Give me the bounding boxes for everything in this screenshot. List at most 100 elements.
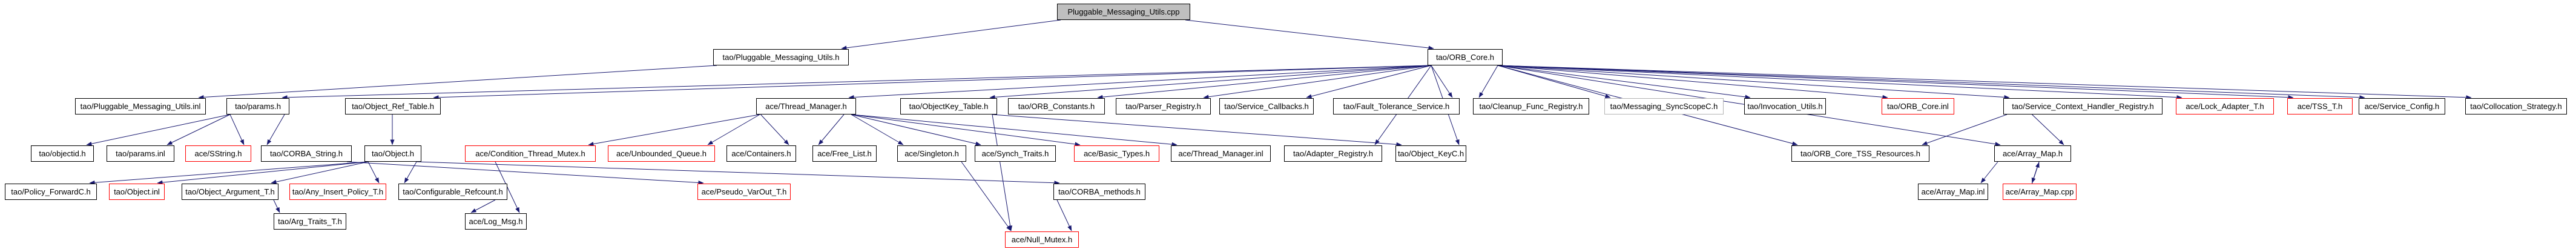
include-edge <box>992 114 1013 231</box>
include-edge <box>229 114 245 145</box>
graph-node[interactable]: tao/params.h <box>226 98 289 115</box>
graph-node[interactable]: tao/Service_Callbacks.h <box>1219 98 1314 115</box>
graph-node[interactable]: tao/Messaging_SyncScopeC.h <box>1604 98 1724 115</box>
graph-node[interactable]: tao/ORB_Core.h <box>1428 49 1503 65</box>
include-edge <box>848 65 1432 100</box>
graph-node[interactable]: tao/Invocation_Utils.h <box>1744 98 1826 115</box>
include-edge <box>271 161 369 184</box>
include-edge <box>273 199 280 213</box>
graph-node[interactable]: tao/Cleanup_Func_Registry.h <box>1473 98 1589 115</box>
include-edge <box>1185 19 1434 50</box>
graph-node[interactable]: tao/Parser_Registry.h <box>1116 98 1211 115</box>
graph-node[interactable]: tao/Any_Insert_Policy_T.h <box>289 184 386 200</box>
include-edge <box>1097 65 1432 99</box>
graph-node[interactable]: ace/Containers.h <box>726 145 796 162</box>
graph-node[interactable]: ace/Thread_Manager.inl <box>1171 145 1271 162</box>
graph-node[interactable]: ace/Lock_Adapter_T.h <box>2176 98 2274 115</box>
graph-root-node: Pluggable_Messaging_Utils.cpp <box>1057 4 1190 20</box>
graph-node[interactable]: ace/Unbounded_Queue.h <box>608 145 715 162</box>
graph-node[interactable]: tao/params.inl <box>107 145 174 162</box>
include-edge <box>1497 65 2010 99</box>
include-edge <box>1980 161 1998 184</box>
include-edge <box>416 161 1060 185</box>
graph-node[interactable]: tao/Object.inl <box>109 184 165 200</box>
graph-node[interactable]: tao/Object_Ref_Table.h <box>345 98 441 115</box>
include-edge <box>166 114 231 145</box>
include-edge <box>851 114 904 145</box>
graph-node[interactable]: tao/Collocation_Strategy.h <box>2465 98 2567 115</box>
include-edge <box>89 161 369 185</box>
graph-node[interactable]: tao/Configurable_Refcount.h <box>398 184 507 200</box>
graph-node[interactable]: ace/SString.h <box>185 145 251 162</box>
graph-node[interactable]: tao/CORBA_methods.h <box>1053 184 1145 200</box>
include-edge <box>1478 65 1498 98</box>
graph-node[interactable]: ace/Array_Map.cpp <box>2003 184 2077 200</box>
include-edge <box>157 161 369 185</box>
include-edge <box>2031 161 2040 184</box>
graph-node[interactable]: ace/Singleton.h <box>897 145 966 162</box>
graph-node[interactable]: ace/Service_Config.h <box>2359 98 2445 115</box>
include-edge <box>1056 199 1072 231</box>
graph-node[interactable]: ace/Log_Msg.h <box>465 213 527 230</box>
graph-node[interactable]: tao/Object_KeyC.h <box>1395 145 1466 162</box>
graph-node[interactable]: ace/Array_Map.inl <box>1918 184 1988 200</box>
include-edge <box>818 114 845 145</box>
graph-node[interactable]: tao/ORB_Core_TSS_Resources.h <box>1791 145 1929 162</box>
include-edge <box>1497 65 2182 100</box>
include-edge <box>282 65 1432 100</box>
include-edge <box>1431 65 1453 98</box>
include-edge <box>1497 65 2294 100</box>
include-edge <box>961 161 1012 231</box>
include-edge <box>346 161 704 185</box>
graph-node[interactable]: tao/CORBA_String.h <box>261 145 352 162</box>
graph-node[interactable]: tao/Service_Context_Handler_Registry.h <box>2003 98 2163 115</box>
graph-node[interactable]: tao/Pluggable_Messaging_Utils.inl <box>75 98 206 115</box>
include-edge <box>1922 114 2008 145</box>
include-edge <box>367 161 380 184</box>
graph-node[interactable]: ace/Basic_Types.h <box>1074 145 1159 162</box>
graph-node[interactable]: tao/Adapter_Registry.h <box>1284 145 1382 162</box>
include-edge <box>470 199 496 213</box>
include-edge <box>1306 65 1432 99</box>
graph-node[interactable]: tao/Policy_ForwardC.h <box>5 184 97 200</box>
include-edge <box>1203 65 1432 99</box>
include-edge <box>851 114 1178 147</box>
include-edge <box>851 114 1081 147</box>
include-edge <box>992 114 1402 147</box>
graph-node[interactable]: tao/ORB_Constants.h <box>1008 98 1105 115</box>
graph-node[interactable]: ace/Null_Mutex.h <box>1005 231 1079 248</box>
graph-node[interactable]: ace/Thread_Manager.h <box>756 98 856 115</box>
graph-node[interactable]: tao/Object.h <box>364 145 421 162</box>
graph-node[interactable]: tao/ORB_Core.inl <box>1882 98 1954 115</box>
include-edge <box>266 114 285 145</box>
include-edge <box>1497 65 1751 99</box>
include-edge <box>841 19 1061 50</box>
include-edge <box>433 65 1432 100</box>
include-edge <box>2032 114 2064 145</box>
include-edge <box>86 114 231 146</box>
graph-node[interactable]: tao/Arg_Traits_T.h <box>274 213 346 230</box>
graph-node[interactable]: tao/Pluggable_Messaging_Utils.h <box>713 49 849 65</box>
include-edge <box>989 65 1432 99</box>
include-edge <box>1497 65 1611 99</box>
include-edge <box>2032 162 2040 184</box>
graph-node[interactable]: ace/TSS_T.h <box>2287 98 2353 115</box>
include-edge <box>760 114 789 145</box>
include-edge <box>588 114 760 146</box>
include-edge <box>404 161 417 184</box>
graph-node[interactable]: tao/Object_Argument_T.h <box>182 184 278 200</box>
include-edge <box>707 114 760 145</box>
graph-node[interactable]: ace/Synch_Traits.h <box>975 145 1056 162</box>
include-edge <box>851 114 981 146</box>
graph-node[interactable]: ace/Condition_Thread_Mutex.h <box>465 145 596 162</box>
graph-node[interactable]: ace/Array_Map.h <box>1994 145 2071 162</box>
include-edge <box>1497 65 2365 100</box>
graph-node[interactable]: tao/Fault_Tolerance_Service.h <box>1333 98 1460 115</box>
graph-node[interactable]: tao/objectid.h <box>31 145 94 162</box>
graph-node[interactable]: tao/ObjectKey_Table.h <box>900 98 997 115</box>
include-edge <box>1497 65 1888 99</box>
graph-node[interactable]: ace/Pseudo_VarOut_T.h <box>697 184 791 200</box>
graph-node[interactable]: ace/Free_List.h <box>812 145 877 162</box>
